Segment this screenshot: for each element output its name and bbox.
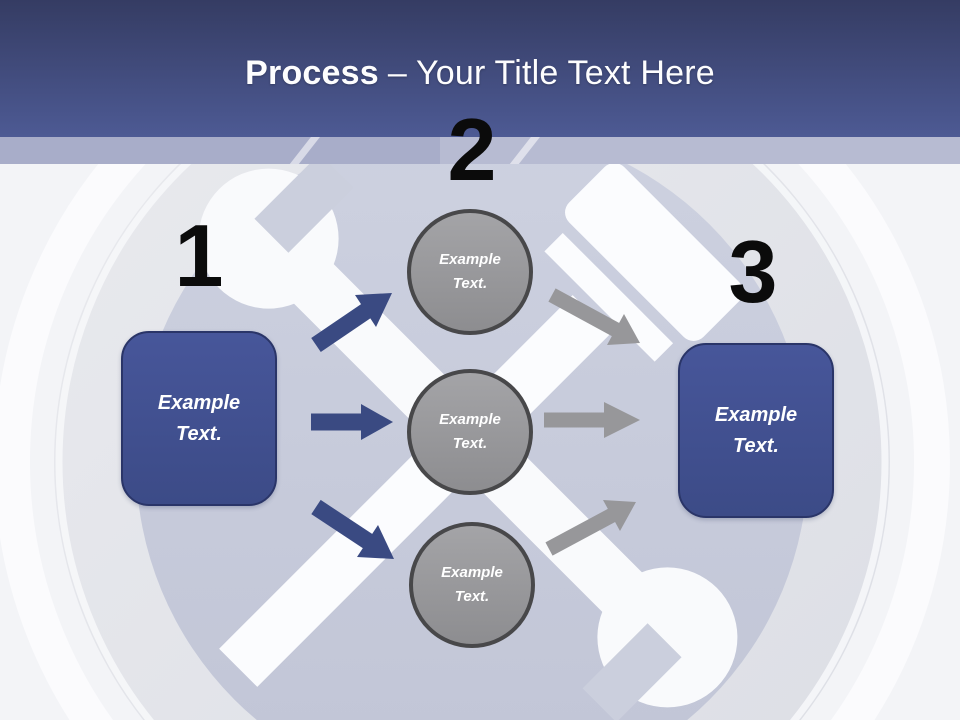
step-2-circle-middle-label: Example Text. [439,411,501,452]
step-1-box: Example Text. [121,331,277,506]
step-2-circle-top: Example Text. [407,209,533,335]
header-band [0,0,960,137]
title-text: – Your Title Text Here [387,54,715,92]
step-2-circle-bottom: Example Text. [409,522,535,648]
slide-title: Process– Your Title Text Here [0,54,960,93]
step-2-circle-bottom-label: Example Text. [441,564,503,605]
accent-band [0,137,960,164]
step-1-box-label: Example Text. [157,391,241,445]
band-wash [440,137,960,164]
step-2-marker: 2 [447,100,497,199]
title-emphasis: Process [245,54,379,92]
step-2-circle-middle: Example Text. [407,369,533,495]
band-highlight-stripe [285,137,324,164]
step-3-box-label: Example Text. [714,403,798,457]
step-3-marker: 3 [728,222,778,321]
step-3-box: Example Text. [678,343,834,518]
step-1-marker: 1 [174,206,224,305]
step-2-circle-top-label: Example Text. [439,251,501,292]
